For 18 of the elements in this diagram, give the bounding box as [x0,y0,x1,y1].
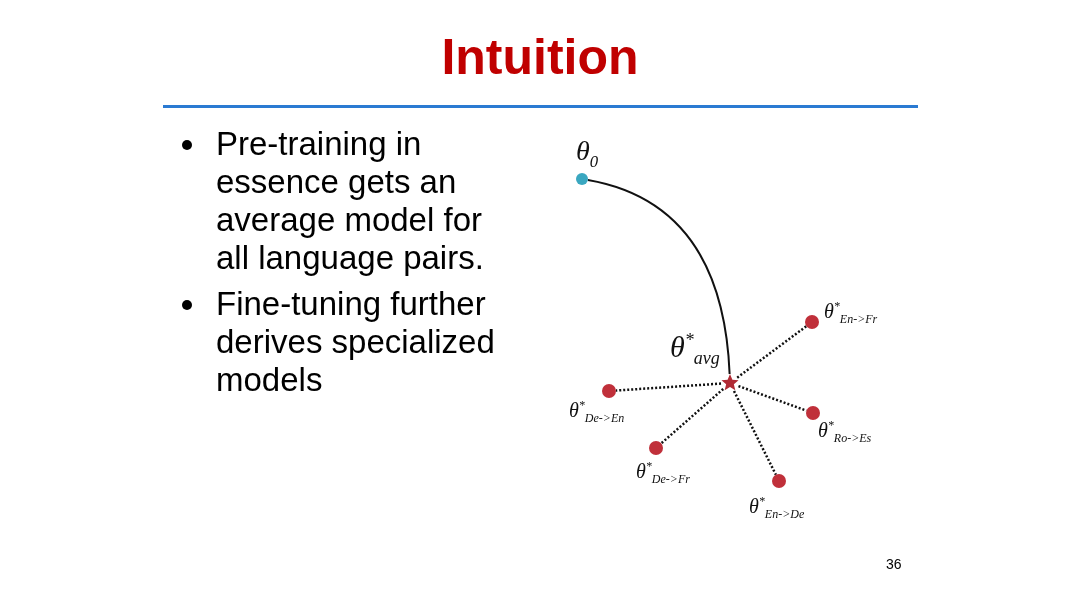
page-number: 36 [886,556,902,572]
star-marker [721,374,739,392]
dotted-line [736,325,808,379]
point-dot [602,384,616,398]
dotted-line [615,382,722,392]
point-dot [772,474,786,488]
point-dot [649,441,663,455]
point-dot [805,315,819,329]
dotted-line [732,390,777,476]
curved-path-line [586,179,731,375]
bullet-text: Fine-tuning further derives specialized models [216,285,495,398]
slide-title: Intuition [440,28,640,86]
dotted-line [738,384,807,412]
point-dot [576,173,588,185]
bullet-text: Pre-training in essence gets an average model for all language pairs. [216,125,484,276]
math-label: θ$_{0}$ [576,137,599,171]
point-dot [806,406,820,420]
dotted-line [660,388,725,445]
